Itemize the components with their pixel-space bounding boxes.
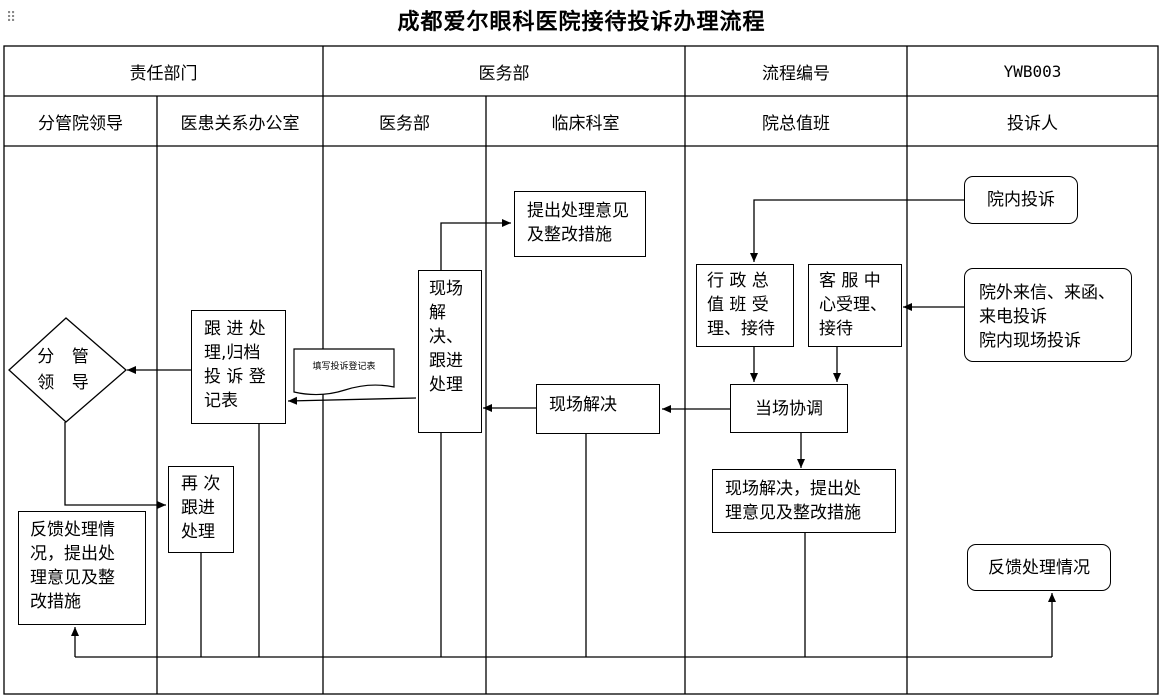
drag-handle-icon[interactable]: ⠿ [6, 10, 17, 26]
table-border [3, 45, 1159, 695]
node-in-hospital-complaint: 院内投诉 [964, 176, 1078, 224]
arrow-medical-to-followup [287, 396, 417, 405]
lane-header-leader: 分管院领导 [38, 113, 123, 134]
node-external-complaint: 院外来信、来函、 来电投诉 院内现场投诉 [964, 268, 1132, 362]
process-no-value: YWB003 [1003, 61, 1062, 81]
page-title: 成都爱尔眼科医院接待投诉办理流程 [397, 9, 766, 35]
lane-header-medical-dept: 医务部 [379, 113, 430, 134]
process-no-label: 流程编号 [762, 63, 830, 84]
lane-header-clinical: 临床科室 [551, 113, 620, 134]
lane-header-patient-relations: 医患关系办公室 [180, 113, 300, 134]
node-feedback-leader: 反馈处理情 况，提出处 理意见及整 改措施 [18, 511, 146, 625]
node-on-site-resolve-clinical: 现场解决 [536, 384, 660, 434]
record-form-document [293, 348, 395, 396]
node-propose-opinion: 提出处理意见 及整改措施 [514, 191, 646, 257]
arrow-medical-to-opinion [440, 219, 511, 270]
node-follow-up-again: 再 次 跟进 处理 [168, 466, 234, 553]
node-admin-duty: 行 政 总 值 班 受 理、接待 [696, 264, 794, 347]
arrow-complaint-to-admin [750, 199, 964, 262]
node-follow-up-archive: 跟 进 处 理,归档 投 诉 登 记表 [191, 310, 286, 424]
responsible-dept-value: 医务部 [478, 63, 530, 84]
node-on-site-resolve-duty: 现场解决，提出处 理意见及整改措施 [712, 469, 896, 533]
node-feedback-complainant: 反馈处理情况 [967, 544, 1111, 591]
arrow-leader-to-again [64, 422, 166, 509]
record-form-label: 填写投诉登记表 [312, 361, 376, 372]
node-on-site-coordination: 当场协调 [730, 384, 848, 433]
node-customer-service: 客 服 中 心受理、 接待 [808, 264, 902, 347]
lane-header-complainant: 投诉人 [1007, 113, 1058, 134]
leader-diamond-label: 分 管 领 导 [37, 347, 95, 393]
leader-diamond [8, 317, 127, 423]
node-medical-dept-handle: 现场 解 决、 跟进 处理 [418, 270, 482, 433]
lane-header-duty: 院总值班 [762, 113, 830, 134]
responsible-dept-label: 责任部门 [129, 63, 198, 84]
